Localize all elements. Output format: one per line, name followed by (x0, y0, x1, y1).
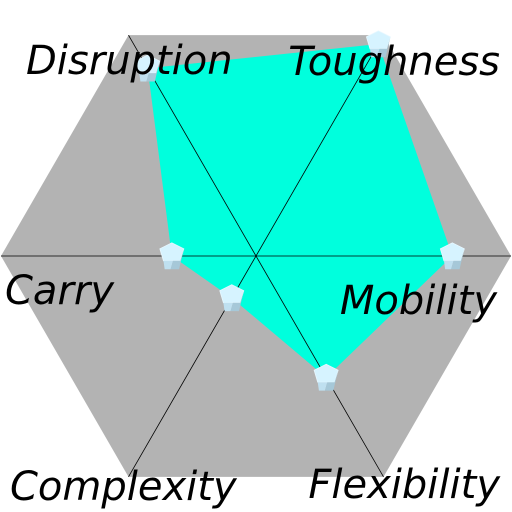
axis-label-mobility: Mobility (340, 278, 498, 324)
radar-spokes (1, 34, 511, 478)
axis-label-carry: Carry (5, 268, 115, 314)
axis-label-toughness: Toughness (288, 39, 500, 85)
spoke-flexibility-disruption (128, 34, 384, 478)
marker-carry (159, 242, 185, 270)
marker-disruption (135, 54, 161, 82)
axis-label-disruption: Disruption (26, 38, 233, 84)
marker-toughness (365, 30, 391, 58)
axis-label-complexity: Complexity (10, 464, 238, 510)
marker-mobility (439, 242, 465, 270)
radar-value-polygon (147, 43, 453, 378)
marker-complexity (219, 284, 245, 312)
radar-markers (135, 30, 465, 391)
axis-label-flexibility: Flexibility (308, 462, 501, 508)
marker-flexibility (313, 363, 339, 391)
